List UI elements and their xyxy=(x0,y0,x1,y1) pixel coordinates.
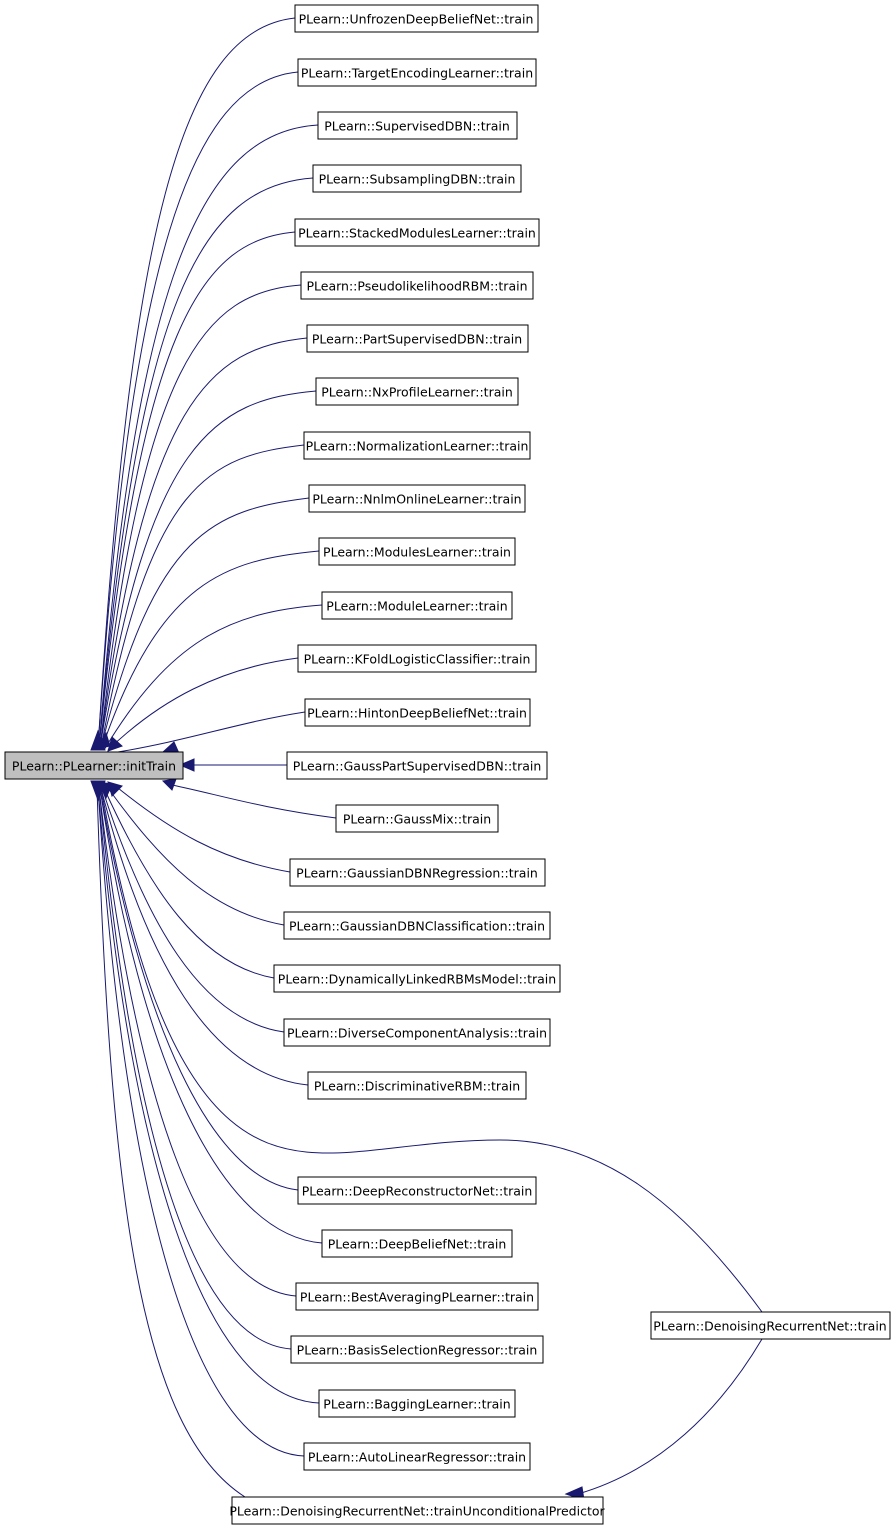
node-label: PLearn::KFoldLogisticClassifier::train xyxy=(304,652,531,667)
node-nx-profile-learner[interactable]: PLearn::NxProfileLearner::train xyxy=(315,377,519,406)
arrowhead-root-top-cluster-2 xyxy=(94,731,111,750)
edge-kfold-logistic-classifier xyxy=(107,657,299,751)
edge-denoising-recurrent-net-train-to-init xyxy=(100,787,763,1313)
node-root-label: PLearn::PLearner::initTrain xyxy=(12,759,176,774)
edge-train-unconditional-predictor xyxy=(96,787,246,1498)
node-label: PLearn::DenoisingRecurrentNet::train xyxy=(653,1319,886,1334)
edge-stacked-modules-learner xyxy=(98,231,296,749)
node-label: PLearn::DenoisingRecurrentNet::trainUnco… xyxy=(229,1504,605,1519)
node-label: PLearn::PseudolikelihoodRBM::train xyxy=(306,279,527,294)
node-label: PLearn::GaussianDBNClassification::train xyxy=(289,919,545,934)
node-gaussian-dbn-regression[interactable]: PLearn::GaussianDBNRegression::train xyxy=(289,858,546,887)
node-gauss-mix[interactable]: PLearn::GaussMix::train xyxy=(335,804,499,833)
edge-discriminative-rbm xyxy=(100,787,309,1086)
node-label: PLearn::NormalizationLearner::train xyxy=(306,439,529,454)
node-discriminative-rbm[interactable]: PLearn::DiscriminativeRBM::train xyxy=(307,1071,527,1100)
edge-dynamically-linked-rbms-model xyxy=(103,787,275,979)
node-label: PLearn::ModulesLearner::train xyxy=(323,545,511,560)
arrowhead-gauss-mix xyxy=(161,778,177,791)
node-auto-linear-regressor[interactable]: PLearn::AutoLinearRegressor::train xyxy=(303,1442,531,1471)
node-label: PLearn::PartSupervisedDBN::train xyxy=(312,332,522,347)
edge-bagging-learner xyxy=(97,787,320,1404)
edge-deep-belief-net xyxy=(99,787,323,1244)
edge-modules-learner xyxy=(101,550,320,749)
arrowhead-root-bottom-cluster-3 xyxy=(107,781,123,797)
node-basis-selection-regressor[interactable]: PLearn::BasisSelectionRegressor::train xyxy=(290,1335,544,1364)
arrowhead-gauss-part-supervised xyxy=(178,758,195,772)
edge-normalization-learner xyxy=(100,444,305,749)
edge-module-learner xyxy=(103,604,323,751)
node-target-encoding-learner[interactable]: PLearn::TargetEncodingLearner::train xyxy=(297,58,537,87)
node-label: PLearn::SupervisedDBN::train xyxy=(324,119,510,134)
node-deep-reconstructor-net[interactable]: PLearn::DeepReconstructorNet::train xyxy=(297,1176,537,1205)
edge-best-averaging-plearner xyxy=(98,787,297,1297)
node-label: PLearn::TargetEncodingLearner::train xyxy=(301,66,533,81)
node-gaussian-dbn-classification[interactable]: PLearn::GaussianDBNClassification::train xyxy=(283,911,551,940)
node-label: PLearn::SubsamplingDBN::train xyxy=(319,172,516,187)
node-label: PLearn::GaussianDBNRegression::train xyxy=(296,866,538,881)
call-graph-nodes: PLearn::PLearner::initTrain PLearn::Unfr… xyxy=(4,4,891,1525)
node-label: PLearn::NnlmOnlineLearner::train xyxy=(312,492,521,507)
node-diverse-component-analysis[interactable]: PLearn::DiverseComponentAnalysis::train xyxy=(283,1018,551,1047)
node-gauss-part-supervised-dbn[interactable]: PLearn::GaussPartSupervisedDBN::train xyxy=(286,751,548,780)
node-kfold-logistic-classifier[interactable]: PLearn::KFoldLogisticClassifier::train xyxy=(297,644,537,673)
node-normalization-learner[interactable]: PLearn::NormalizationLearner::train xyxy=(303,431,531,460)
edge-pseudolikelihood-rbm xyxy=(99,284,302,749)
node-label: PLearn::StackedModulesLearner::train xyxy=(298,226,536,241)
node-label: PLearn::BaggingLearner::train xyxy=(323,1397,510,1412)
edge-diverse-component-analysis xyxy=(101,787,285,1033)
edge-deep-reconstructor-net xyxy=(99,787,299,1191)
node-part-supervised-dbn[interactable]: PLearn::PartSupervisedDBN::train xyxy=(306,324,529,353)
node-label: PLearn::UnfrozenDeepBeliefNet::train xyxy=(299,12,534,27)
node-train-unconditional-predictor[interactable]: PLearn::DenoisingRecurrentNet::trainUnco… xyxy=(229,1496,606,1525)
edge-nnlm-online-learner xyxy=(100,497,310,749)
node-label: PLearn::DiverseComponentAnalysis::train xyxy=(287,1026,547,1041)
edge-gauss-mix xyxy=(171,784,337,819)
node-subsampling-dbn[interactable]: PLearn::SubsamplingDBN::train xyxy=(312,164,522,193)
node-module-learner[interactable]: PLearn::ModuleLearner::train xyxy=(321,591,513,620)
node-modules-learner[interactable]: PLearn::ModulesLearner::train xyxy=(318,537,516,566)
node-deep-belief-net[interactable]: PLearn::DeepBeliefNet::train xyxy=(321,1229,513,1258)
node-bagging-learner[interactable]: PLearn::BaggingLearner::train xyxy=(318,1389,516,1418)
edge-unfrozen-deep-belief-net xyxy=(97,17,296,749)
arrowhead-hinton xyxy=(161,741,179,753)
edge-gaussian-dbn-regression xyxy=(117,787,291,873)
node-label: PLearn::GaussPartSupervisedDBN::train xyxy=(293,759,542,774)
edge-auto-linear-regressor xyxy=(97,787,305,1457)
node-label: PLearn::DiscriminativeRBM::train xyxy=(314,1079,520,1094)
edge-target-encoding-learner xyxy=(97,71,299,749)
node-label: PLearn::HintonDeepBeliefNet::train xyxy=(307,706,527,721)
arrowhead-root-bottom-cluster-2 xyxy=(97,781,113,800)
node-best-averaging-plearner[interactable]: PLearn::BestAveragingPLearner::train xyxy=(295,1282,539,1311)
edge-supervised-dbn xyxy=(98,124,319,749)
node-label: PLearn::NxProfileLearner::train xyxy=(321,385,513,400)
node-supervised-dbn[interactable]: PLearn::SupervisedDBN::train xyxy=(317,111,518,140)
node-label: PLearn::BasisSelectionRegressor::train xyxy=(297,1343,538,1358)
edge-nx-profile-learner xyxy=(99,390,317,749)
edge-hinton-deep-belief-net xyxy=(117,711,306,753)
node-root[interactable]: PLearn::PLearner::initTrain xyxy=(4,751,184,780)
node-hinton-deep-belief-net[interactable]: PLearn::HintonDeepBeliefNet::train xyxy=(304,698,531,727)
node-label: PLearn::DynamicallyLinkedRBMsModel::trai… xyxy=(278,972,556,987)
node-unfrozen-deep-belief-net[interactable]: PLearn::UnfrozenDeepBeliefNet::train xyxy=(294,4,539,33)
edge-part-supervised-dbn xyxy=(99,337,308,749)
node-label: PLearn::DeepBeliefNet::train xyxy=(328,1237,507,1252)
node-pseudolikelihood-rbm[interactable]: PLearn::PseudolikelihoodRBM::train xyxy=(300,271,534,300)
node-label: PLearn::DeepReconstructorNet::train xyxy=(302,1184,533,1199)
node-nnlm-online-learner[interactable]: PLearn::NnlmOnlineLearner::train xyxy=(308,484,526,513)
node-denoising-recurrent-net-train[interactable]: PLearn::DenoisingRecurrentNet::train xyxy=(650,1311,891,1340)
node-dynamically-linked-rbms-model[interactable]: PLearn::DynamicallyLinkedRBMsModel::trai… xyxy=(273,964,561,993)
node-label: PLearn::ModuleLearner::train xyxy=(326,599,507,614)
edge-basis-selection-regressor xyxy=(98,787,292,1350)
call-graph-edges xyxy=(90,17,763,1501)
edge-gaussian-dbn-classification xyxy=(107,787,285,926)
node-label: PLearn::GaussMix::train xyxy=(343,812,491,827)
node-label: PLearn::AutoLinearRegressor::train xyxy=(308,1450,526,1465)
node-stacked-modules-learner[interactable]: PLearn::StackedModulesLearner::train xyxy=(294,218,540,247)
edge-subsampling-dbn xyxy=(98,177,314,749)
node-label: PLearn::BestAveragingPLearner::train xyxy=(300,1290,534,1305)
arrowhead-root-top-cluster-3 xyxy=(107,736,123,752)
edge-denoising-recurrent-net-train-to-predictor xyxy=(577,1338,763,1495)
